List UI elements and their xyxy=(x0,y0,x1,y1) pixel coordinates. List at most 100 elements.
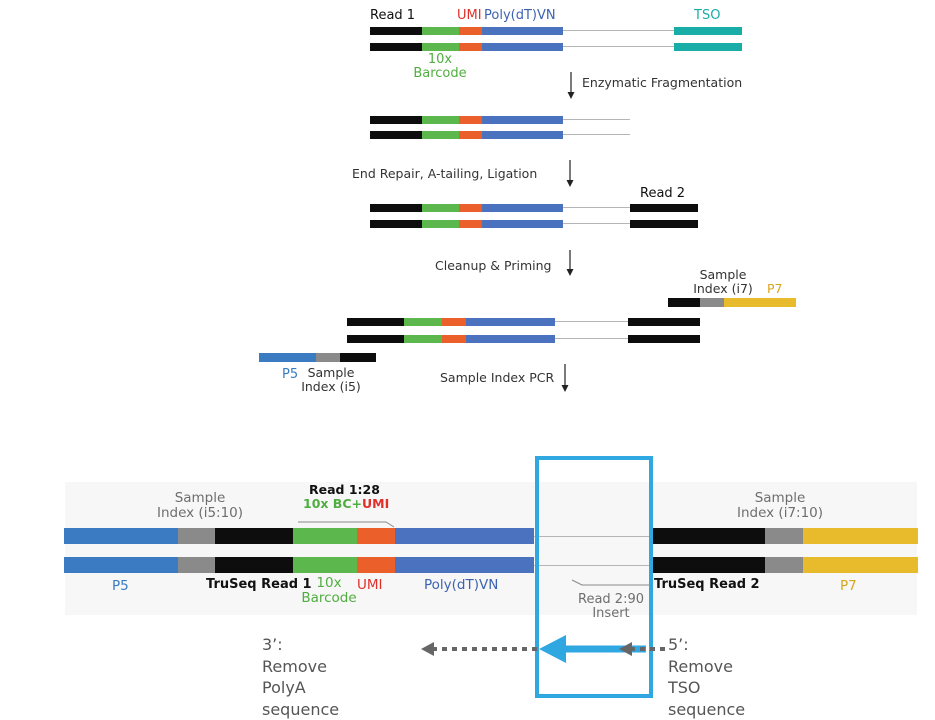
barcode-segment xyxy=(293,528,357,544)
read1-segment xyxy=(370,116,422,124)
umi-segment xyxy=(357,557,395,573)
p7-segment xyxy=(724,298,796,307)
insert-line xyxy=(563,46,674,47)
remove-tso-note: 5’: Remove TSO sequence xyxy=(668,635,746,719)
truseq-read1-segment xyxy=(215,528,293,544)
p7-final-label: P7 xyxy=(840,578,857,594)
trim-highlight-box xyxy=(535,456,653,698)
read2-segment xyxy=(628,335,700,343)
sample-index-i7-segment xyxy=(700,298,724,307)
polydt-segment xyxy=(482,116,563,124)
remove-polya-note: 3’: Remove PolyA sequence xyxy=(262,635,340,719)
truseq-read2-segment xyxy=(653,528,765,544)
polydt-segment xyxy=(482,220,563,228)
barcode-segment xyxy=(422,131,459,139)
read1-segment xyxy=(347,318,404,326)
sample-index-i5-segment xyxy=(178,557,215,573)
polydt-label: Poly(dT)VN xyxy=(484,8,556,23)
barcode-final-label: 10x Barcode xyxy=(301,575,357,606)
read2-insert-label: Read 2:90 Insert xyxy=(578,592,644,622)
barcode-segment xyxy=(422,116,459,124)
read2-segment xyxy=(630,204,698,212)
read1-segment xyxy=(370,27,422,35)
sample-index-i5-10-label: Sample Index (i5:10) xyxy=(156,490,244,521)
p5-segment xyxy=(259,353,316,362)
insert-line xyxy=(534,536,653,537)
step-arrow-4 xyxy=(561,364,569,392)
barcode-segment xyxy=(422,204,459,212)
p7-label: P7 xyxy=(767,281,783,296)
sample-index-pcr-step: Sample Index PCR xyxy=(440,370,555,385)
umi-segment xyxy=(459,220,482,228)
insert-line xyxy=(563,30,674,31)
barcode-segment xyxy=(404,335,442,343)
polydt-segment xyxy=(395,528,534,544)
p5-label: P5 xyxy=(282,367,299,382)
p7-segment xyxy=(803,557,918,573)
polydt-final-label: Poly(dT)VN xyxy=(424,577,499,593)
p5-segment xyxy=(64,557,178,573)
step-arrow-2 xyxy=(566,160,574,187)
insert-line xyxy=(563,119,630,120)
umi-segment xyxy=(442,335,466,343)
polydt-segment xyxy=(466,335,555,343)
tso-segment xyxy=(674,43,742,51)
barcode-label: 10x Barcode xyxy=(413,52,467,82)
umi-label: UMI xyxy=(457,8,482,23)
polydt-segment xyxy=(466,318,555,326)
bc-umi-label: 10x BC+UMI xyxy=(303,497,389,511)
read2-bracket xyxy=(571,579,650,586)
bc-label: 10x BC+ xyxy=(303,496,362,511)
insert-line xyxy=(563,207,630,208)
p7-segment xyxy=(803,528,918,544)
umi-segment xyxy=(459,27,482,35)
polydt-segment xyxy=(482,43,563,51)
umi-segment xyxy=(459,204,482,212)
cleanup-step: Cleanup & Priming xyxy=(435,258,552,273)
sample-index-i5-segment xyxy=(178,528,215,544)
step-arrow-1 xyxy=(567,72,575,99)
step-arrow-3 xyxy=(566,250,574,276)
sample-index-i7-label: Sample Index (i7) xyxy=(693,267,753,296)
fragmentation-step: Enzymatic Fragmentation xyxy=(582,75,743,90)
umi-segment xyxy=(357,528,395,544)
bc-umi-text: UMI xyxy=(361,496,390,511)
read2-primer-segment xyxy=(668,298,700,307)
polydt-segment xyxy=(395,557,534,573)
polydt-segment xyxy=(482,27,563,35)
truseq-read2-segment xyxy=(653,557,765,573)
read1-segment xyxy=(347,335,404,343)
remove-tso-arrow xyxy=(539,635,665,663)
p5-final-label: P5 xyxy=(112,578,129,594)
sample-index-i7-segment xyxy=(765,528,803,544)
barcode-segment xyxy=(422,27,459,35)
barcode-segment xyxy=(422,220,459,228)
tso-segment xyxy=(674,27,742,35)
read1-segment xyxy=(370,204,422,212)
polydt-segment xyxy=(482,204,563,212)
read1-bracket xyxy=(298,521,395,528)
read1-label: Read 1 xyxy=(370,8,416,23)
umi-segment xyxy=(459,116,482,124)
read1-primer-segment xyxy=(340,353,376,362)
sample-index-i5-segment xyxy=(316,353,340,362)
umi-segment xyxy=(459,131,482,139)
barcode-segment xyxy=(404,318,442,326)
insert-line xyxy=(563,223,630,224)
sample-index-i5-label: Sample Index (i5) xyxy=(301,365,361,394)
read1-28-label: Read 1:28 xyxy=(309,482,380,497)
polydt-segment xyxy=(482,131,563,139)
read2-segment xyxy=(630,220,698,228)
truseq-read1-label: TruSeq Read 1 xyxy=(206,577,312,592)
tso-label: TSO xyxy=(694,8,721,23)
barcode-segment xyxy=(293,557,357,573)
read1-segment xyxy=(370,43,422,51)
insert-line xyxy=(555,321,628,322)
read1-segment xyxy=(370,220,422,228)
barcode-segment xyxy=(422,43,459,51)
insert-line xyxy=(534,565,653,566)
insert-line xyxy=(555,338,628,339)
insert-line xyxy=(563,134,630,135)
end-repair-step: End Repair, A-tailing, Ligation xyxy=(352,166,538,181)
truseq-read1-segment xyxy=(215,557,293,573)
